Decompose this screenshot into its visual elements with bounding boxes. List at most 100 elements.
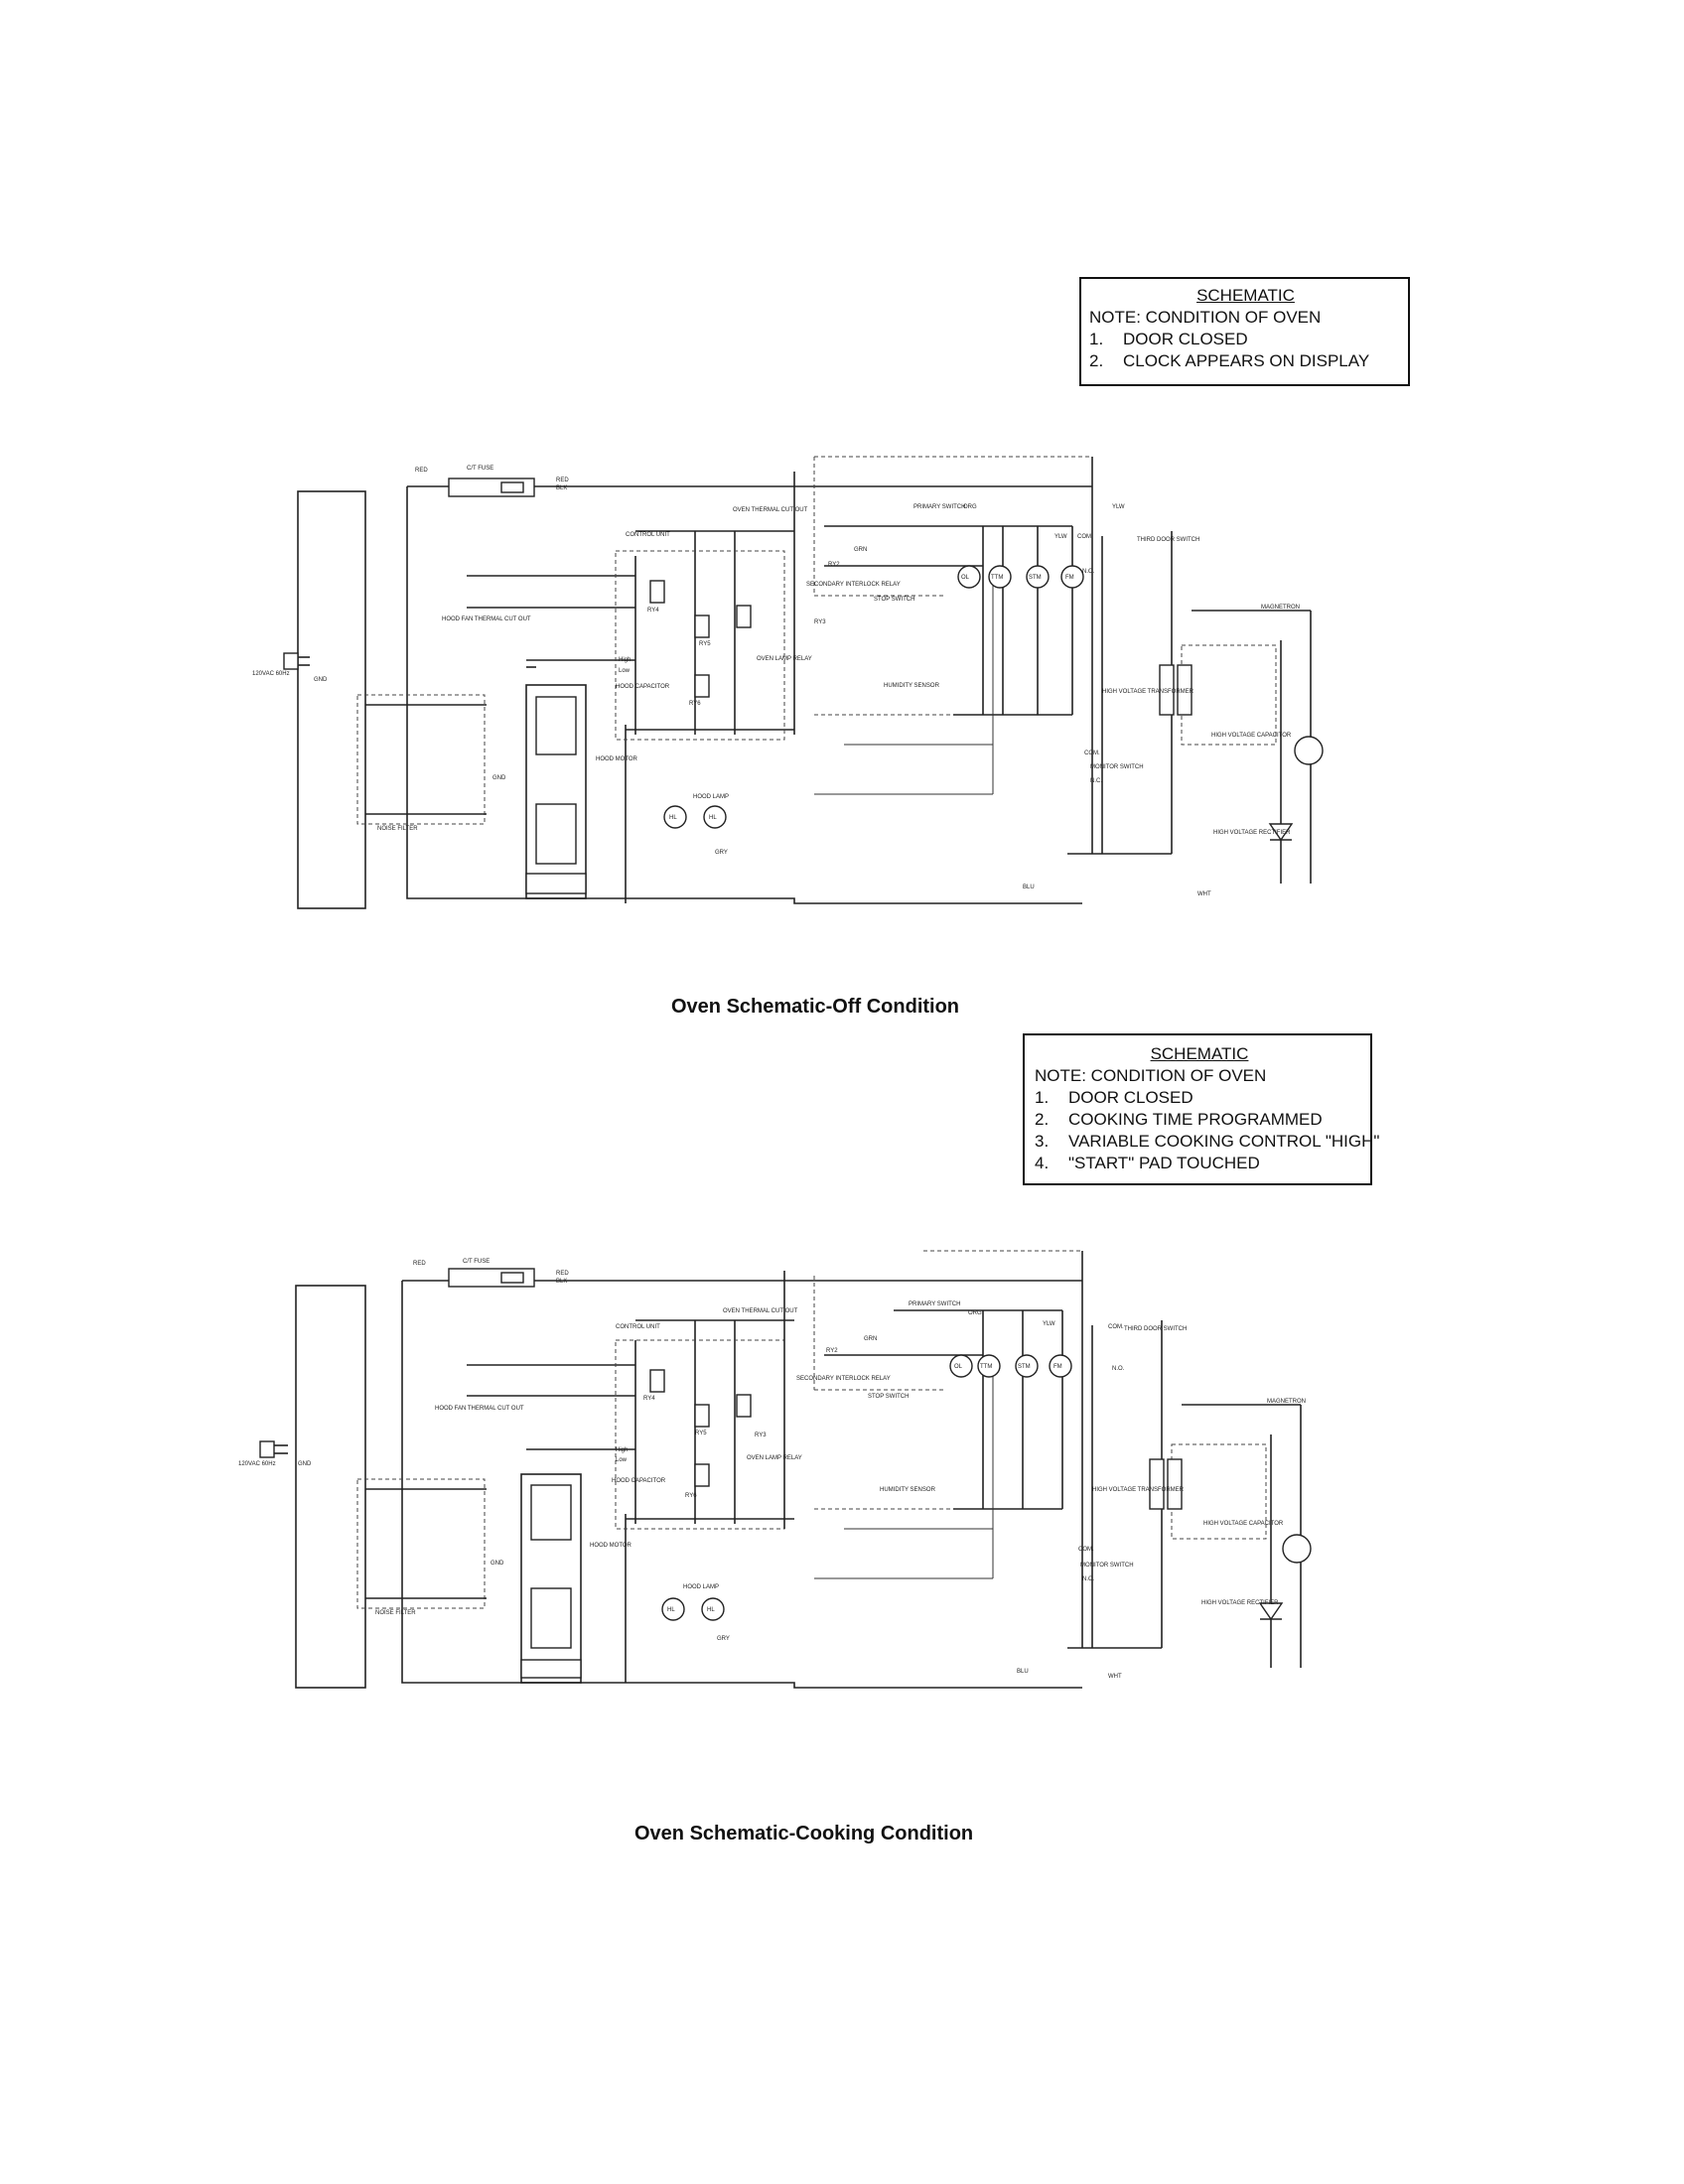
note-intro: NOTE: CONDITION OF OVEN: [1035, 1066, 1267, 1085]
contact-label: COM.: [1077, 534, 1093, 540]
relay-label: RY6: [685, 1493, 697, 1499]
relay-label: RY6: [689, 701, 701, 707]
note-heading: SCHEMATIC: [1196, 286, 1295, 305]
contact-label: COM.: [1084, 751, 1100, 756]
ct-fuse-label: C/T FUSE: [467, 466, 493, 472]
contact-label: COM.: [1108, 1324, 1124, 1330]
schematic-wiring: [297, 456, 1324, 909]
hood-capacitor-label: HOOD CAPACITOR: [612, 1478, 666, 1484]
note-item: 1. DOOR CLOSED: [1035, 1087, 1364, 1109]
note-box-cooking-condition: SCHEMATIC NOTE: CONDITION OF OVEN 1. DOOR…: [1023, 1033, 1379, 1185]
gnd-label: GND: [314, 677, 328, 683]
motor-label: OL: [961, 575, 970, 581]
wire-color-label: BLK: [556, 485, 567, 491]
hood-motor-label: HOOD MOTOR: [590, 1543, 632, 1549]
note-item: 2.CLOCK APPEARS ON DISPLAY: [1089, 350, 1402, 372]
note-intro: NOTE: CONDITION OF OVEN: [1089, 308, 1322, 327]
motor-label: STM: [1029, 575, 1042, 581]
wire-color-label: GRY: [715, 850, 728, 856]
control-unit-label: CONTROL UNIT: [626, 532, 670, 538]
note-item-text: "START" PAD TOUCHED: [1068, 1154, 1260, 1172]
wire-color-label: WHT: [1108, 1674, 1122, 1680]
hv-transformer-label: HIGH VOLTAGE TRANSFORMER: [1102, 689, 1194, 695]
wire-color-label: BLK: [556, 1279, 567, 1285]
note-item-number: 1.: [1035, 1088, 1050, 1107]
oven-thermal-cutout-label: OVEN THERMAL CUT OUT: [723, 1308, 798, 1314]
note-item: 1.DOOR CLOSED: [1089, 329, 1402, 350]
wire-color-label: RED: [413, 1261, 426, 1267]
relay-label: RY2: [828, 562, 840, 568]
power-plug: [283, 652, 310, 670]
motor-label: FM: [1065, 575, 1074, 581]
gnd-label: GND: [491, 1561, 504, 1567]
note-item-text: DOOR CLOSED: [1068, 1088, 1193, 1107]
monitor-switch-label: MONITOR SWITCH: [1080, 1563, 1134, 1569]
oven-lamp-relay-label: OVEN LAMP RELAY: [757, 656, 812, 662]
fuse: [448, 478, 535, 497]
motor-label: TTM: [991, 575, 1003, 581]
humidity-sensor-label: HUMIDITY SENSOR: [884, 683, 940, 689]
third-door-switch-label: THIRD DOOR SWITCH: [1137, 537, 1199, 543]
noise-filter-label: NOISE FILTER: [377, 826, 418, 832]
hood-lamp-label: HOOD LAMP: [693, 794, 729, 800]
lamp-label: HL: [667, 1607, 675, 1613]
oven-thermal-cutout-label: OVEN THERMAL CUT OUT: [733, 507, 808, 513]
hood-motor-label: HOOD MOTOR: [596, 756, 638, 762]
hv-capacitor-label: HIGH VOLTAGE CAPACITOR: [1203, 1521, 1284, 1527]
gnd-label: GND: [298, 1461, 312, 1467]
magnetron-label: MAGNETRON: [1267, 1399, 1306, 1405]
wire-color-label: BLU: [1023, 885, 1035, 890]
hood-fan-thermal-cutout-label: HOOD FAN THERMAL CUT OUT: [442, 616, 531, 622]
motor-label: STM: [1018, 1364, 1031, 1370]
switch-position-label: High: [619, 657, 631, 663]
wire-color-label: BLU: [1017, 1669, 1029, 1675]
supply-label: 120VAC 60Hz: [252, 671, 290, 677]
primary-switch-label: PRIMARY SWITCH: [913, 504, 965, 510]
note-item-number: 3.: [1035, 1132, 1050, 1151]
ct-fuse-label: C/T FUSE: [463, 1259, 490, 1265]
hv-transformer-label: HIGH VOLTAGE TRANSFORMER: [1092, 1487, 1185, 1493]
secondary-interlock-relay-label: SECONDARY INTERLOCK RELAY: [806, 582, 901, 588]
note-item: 2.COOKING TIME PROGRAMMED: [1035, 1109, 1364, 1131]
wire-color-label: GRY: [717, 1636, 730, 1642]
oven-schematic-cooking: C/T FUSE RED RED BLK CONTROL UNIT OVEN T…: [238, 1250, 1312, 1689]
note-item-text: VARIABLE COOKING CONTROL "HIGH": [1068, 1132, 1380, 1151]
note-item-number: 1.: [1089, 330, 1104, 348]
switch-position-label: High: [616, 1447, 628, 1453]
contact-label: COM.: [1078, 1547, 1094, 1553]
motor-label: FM: [1053, 1364, 1062, 1370]
relay-label: RY2: [826, 1348, 838, 1354]
wire-color-label: RED: [556, 478, 569, 483]
wire-color-label: YLW: [1043, 1321, 1055, 1327]
caption-off-condition: Oven Schematic-Off Condition: [671, 996, 960, 1018]
wire-color-label: YLW: [1112, 504, 1125, 510]
relay-label: RY5: [699, 641, 711, 647]
wire-color-label: GRN: [864, 1336, 877, 1342]
hv-rectifier-label: HIGH VOLTAGE RECTIFIER: [1201, 1600, 1279, 1606]
relay-label: RY4: [647, 608, 659, 614]
switch-position-label: Low: [616, 1457, 628, 1463]
note-item-number: 2.: [1089, 351, 1104, 370]
hv-capacitor-label: HIGH VOLTAGE CAPACITOR: [1211, 733, 1292, 739]
motor-label: TTM: [980, 1364, 992, 1370]
supply-label: 120VAC 60Hz: [238, 1461, 276, 1467]
oven-schematic-off: C/T FUSE RED RED BLK CONTROL UNIT OVEN T…: [252, 456, 1324, 909]
relay-label: RY3: [814, 619, 826, 625]
note-item: 4."START" PAD TOUCHED: [1035, 1153, 1364, 1174]
lamp-label: HL: [669, 815, 677, 821]
relay-label: RY5: [695, 1431, 707, 1436]
wire-color-label: ORG: [963, 504, 977, 510]
contact-label: N.C.: [1090, 778, 1102, 784]
third-door-switch-label: THIRD DOOR SWITCH: [1124, 1326, 1187, 1332]
hv-rectifier-label: HIGH VOLTAGE RECTIFIER: [1213, 830, 1291, 836]
stop-switch-label: STOP SWITCH: [874, 597, 914, 603]
motor-symbols: [663, 565, 1084, 829]
contact-label: N.O.: [1112, 1366, 1125, 1372]
wire-color-label: WHT: [1197, 891, 1211, 897]
relay-label: RY4: [643, 1396, 655, 1402]
lamp-label: HL: [707, 1607, 715, 1613]
note-item-text: COOKING TIME PROGRAMMED: [1068, 1110, 1323, 1129]
note-heading: SCHEMATIC: [1150, 1044, 1249, 1063]
wire-color-label: RED: [415, 468, 428, 474]
humidity-sensor-label: HUMIDITY SENSOR: [880, 1487, 936, 1493]
